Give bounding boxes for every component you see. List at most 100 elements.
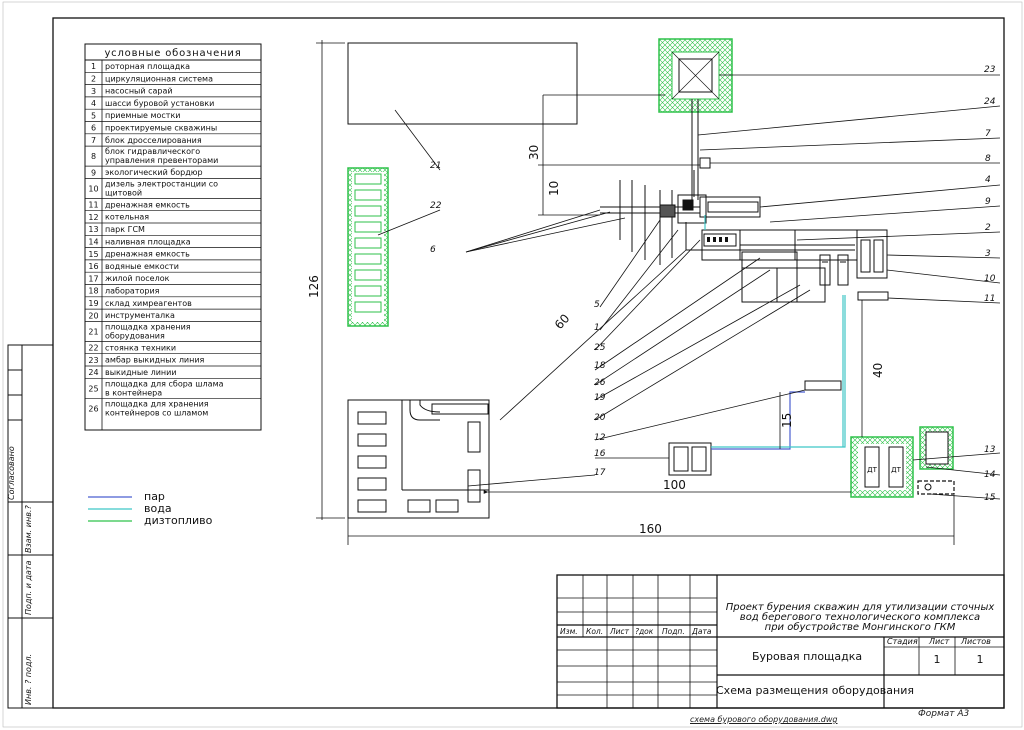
legend-row-label-cont: оборудования xyxy=(105,331,165,340)
callout-7: 7 xyxy=(985,129,991,139)
legend-row-number: 7 xyxy=(91,136,96,145)
project-line-1: Проект бурения скважин для утилизации ст… xyxy=(726,601,995,613)
side-stamp xyxy=(7,344,54,709)
callout-6: 6 xyxy=(430,245,436,255)
callout-8: 8 xyxy=(985,154,991,164)
callout-16: 16 xyxy=(594,449,606,459)
legend-row-label: дизель электростанции со xyxy=(105,179,218,188)
callout-14: 14 xyxy=(984,470,996,480)
legend-row-label: амбар выкидных линия xyxy=(105,356,205,365)
callout-4: 4 xyxy=(985,175,991,185)
stage-label: Стадия xyxy=(887,637,918,646)
legend-row-label: площадка для сбора шлама xyxy=(105,379,224,388)
dimension-lines xyxy=(316,40,955,545)
residential-settlement xyxy=(347,399,490,519)
stamp-agreed: Согласовано xyxy=(7,446,16,500)
drilling-rig xyxy=(600,170,855,265)
legend-row: 12 котельная xyxy=(85,213,261,224)
legend-row-label-cont: контейнеров со шламом xyxy=(105,408,208,417)
legend-row-label: площадка хранения xyxy=(105,322,191,331)
project-line-3: при обустройстве Монгинского ГКМ xyxy=(765,621,956,633)
callout-19: 19 xyxy=(594,393,606,403)
legend-row-number: 21 xyxy=(88,327,98,336)
stamp-inv-orig: Инв. ? подл. xyxy=(24,654,33,705)
project-line-2: вод берегового технологического комплекс… xyxy=(740,611,980,623)
callout-10: 10 xyxy=(984,274,996,284)
callout-13: 13 xyxy=(984,445,996,455)
water-pipeline xyxy=(711,295,846,448)
drain-tank-15 xyxy=(917,480,955,495)
callout-24: 24 xyxy=(984,97,996,107)
parking-area xyxy=(347,167,389,327)
callout-17: 17 xyxy=(594,468,606,478)
legend-row-label: шасси буровой установки xyxy=(105,99,214,108)
legend-row-number: 19 xyxy=(88,299,98,308)
object-name: Буровая площадка xyxy=(752,650,862,663)
legend-row-number: 17 xyxy=(88,274,98,283)
legend-row-label-cont: щитовой xyxy=(105,188,142,197)
sheets-label: Листов xyxy=(960,637,991,646)
legend-row: 1 роторная площадка xyxy=(85,62,261,73)
loading-area xyxy=(919,426,954,470)
callout-18: 18 xyxy=(594,361,606,371)
hdr-change: Изм. xyxy=(560,627,578,636)
project-title: Проект бурения скважин для утилизации ст… xyxy=(726,601,995,633)
callouts: 23 24 7 8 4 9 2 3 10 11 21 22 6 5 1 25 1… xyxy=(430,65,996,503)
legend-row-label: роторная площадка xyxy=(105,62,190,71)
legend-row-label: выкидные линии xyxy=(105,368,177,377)
pump-shed xyxy=(856,229,888,279)
legend-row-label: блок гидравлического xyxy=(105,147,200,156)
legend-row-number: 14 xyxy=(88,237,98,246)
legend-row-number: 10 xyxy=(88,184,98,193)
flare-pit xyxy=(658,38,733,113)
dim-160: 160 xyxy=(639,522,662,536)
diesel-label: дизтопливо xyxy=(144,514,213,527)
dim-15: 15 xyxy=(780,413,794,428)
callout-23: 23 xyxy=(984,65,996,75)
legend-row-label-cont: управления превенторами xyxy=(105,156,218,165)
legend-row-number: 4 xyxy=(91,99,96,108)
legend-row-label: приемные мостки xyxy=(105,111,181,120)
callout-25: 25 xyxy=(594,343,606,353)
fuel-tank-label-2: ДТ xyxy=(891,466,901,474)
legend-row-label: жилой поселок xyxy=(105,274,170,283)
legend-row-label: котельная xyxy=(105,213,149,222)
water-tanks xyxy=(668,442,712,476)
circulation-system xyxy=(701,229,858,261)
legend-row-number: 1 xyxy=(91,62,96,71)
stamp-replace-inv: Взам. инв.? xyxy=(24,505,33,553)
hdr-sign: Подп. xyxy=(662,627,685,636)
legend-row-label: циркуляционная система xyxy=(105,74,213,83)
boiler xyxy=(804,380,842,391)
dim-60: 60 xyxy=(552,311,573,332)
dim-126: 126 xyxy=(307,275,321,298)
legend-row-number: 15 xyxy=(88,250,98,259)
legend-row: 17 жилой поселок xyxy=(85,274,261,285)
legend-row-label: дренажная емкость xyxy=(105,250,190,259)
drawing-file-name: схема бурового оборудования.dwg xyxy=(690,715,838,724)
legend-row-number: 26 xyxy=(88,404,98,413)
dim-100: 100 xyxy=(663,478,686,492)
callout-22: 22 xyxy=(430,201,442,211)
callout-11: 11 xyxy=(984,294,995,304)
fuel-park xyxy=(850,436,914,498)
legend-row-number: 12 xyxy=(88,213,98,222)
legend-row-number: 25 xyxy=(88,384,98,393)
legend-row-number: 9 xyxy=(91,168,96,177)
hdr-date: Дата xyxy=(691,627,712,636)
legend-row-number: 11 xyxy=(88,201,98,210)
legend-row-number: 3 xyxy=(91,87,96,96)
sheet-name: Схема размещения оборудования xyxy=(716,684,914,697)
